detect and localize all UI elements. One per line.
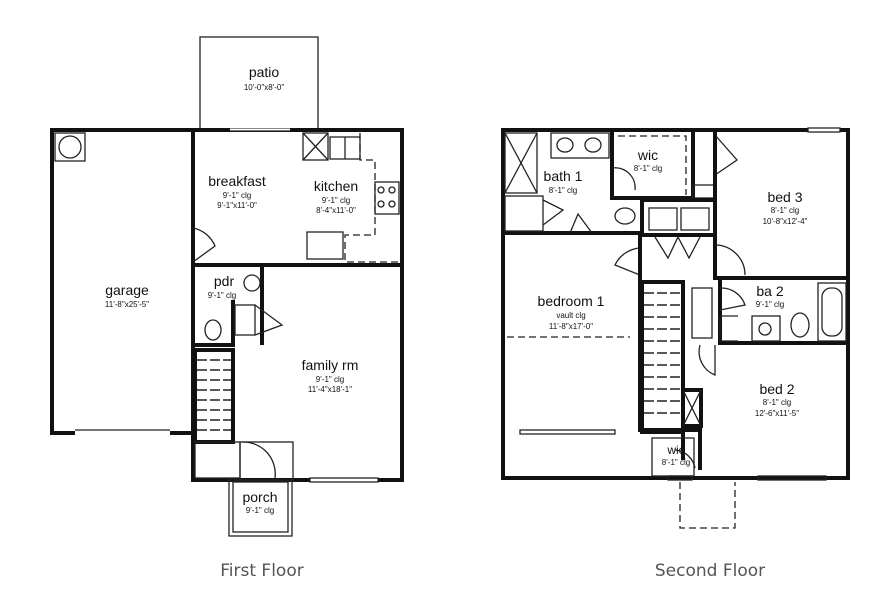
porch-ceiling: 9'-1" clg xyxy=(246,506,274,515)
bed2-ceiling: 8'-1" clg xyxy=(763,398,791,407)
bedroom1-size: 11'-8"x17'-0" xyxy=(549,322,593,331)
family-rm-ceiling: 9'-1" clg xyxy=(316,375,344,384)
garage-label: garage xyxy=(105,282,149,298)
bed2-label: bed 2 xyxy=(759,381,794,397)
first-floor-plan xyxy=(50,36,404,537)
wic1-ceiling: 8'-1" clg xyxy=(634,164,662,173)
patio-size: 10'-0"x8'-0" xyxy=(244,83,284,92)
ba2-sink xyxy=(751,315,781,342)
ba2-toilet xyxy=(790,312,810,338)
family-rm-label: family rm xyxy=(302,357,359,373)
breakfast-size: 9'-1"x11'-0" xyxy=(217,201,257,210)
fridge xyxy=(302,132,329,161)
garage-size: 11'-8"x25'-5" xyxy=(105,300,149,309)
bed3-size: 10'-8"x12'-4" xyxy=(763,217,808,226)
wic2-label: wic xyxy=(666,443,684,457)
first-floor-caption: First Floor xyxy=(220,561,303,581)
bathtub xyxy=(817,282,847,342)
kitchen-label: kitchen xyxy=(314,178,358,194)
kitchen-size: 8'-4"x11'-0" xyxy=(316,206,356,215)
water-heater xyxy=(54,132,86,162)
first-floor-stairs xyxy=(193,348,235,444)
pdr-sink xyxy=(243,274,261,292)
second-floor-plan xyxy=(501,127,850,529)
pdr-ceiling: 9'-1" clg xyxy=(208,291,236,300)
bed3-label: bed 3 xyxy=(767,189,802,205)
bed3-ceiling: 8'-1" clg xyxy=(771,206,799,215)
double-vanity xyxy=(550,132,610,159)
ba2-ceiling: 9'-1" clg xyxy=(756,300,784,309)
ba2-label: ba 2 xyxy=(756,283,783,299)
porch-outline xyxy=(228,479,293,537)
bedroom1-ceiling: vault clg xyxy=(556,311,585,320)
house-walls xyxy=(191,128,404,482)
bed2-size: 12'-6"x11'-5" xyxy=(755,409,799,418)
porch-label: porch xyxy=(242,489,277,505)
shower xyxy=(504,132,538,194)
second-floor-caption: Second Floor xyxy=(655,561,765,581)
front-door xyxy=(241,441,276,479)
pdr-toilet xyxy=(204,319,222,341)
family-rm-size: 11'-4"x18'-1" xyxy=(308,385,352,394)
stove xyxy=(374,181,400,215)
bedroom1-label: bedroom 1 xyxy=(538,293,605,309)
bath1-toilet xyxy=(614,207,636,225)
laundry xyxy=(640,198,717,237)
patio-label: patio xyxy=(249,64,280,80)
kitchen-ceiling: 9'-1" clg xyxy=(322,196,350,205)
wic1-label: wic xyxy=(637,147,658,163)
breakfast-label: breakfast xyxy=(208,173,266,189)
balcony-outline xyxy=(679,482,736,529)
wic2-ceiling: 8'-1" clg xyxy=(662,458,690,467)
bath1-ceiling: 8'-1" clg xyxy=(549,186,577,195)
pdr-label: pdr xyxy=(214,273,235,289)
second-floor-walls xyxy=(501,128,850,480)
bath1-label: bath 1 xyxy=(544,168,583,184)
kitchen-island xyxy=(306,231,344,260)
front-door-area xyxy=(239,441,294,481)
breakfast-ceiling: 9'-1" clg xyxy=(223,191,251,200)
